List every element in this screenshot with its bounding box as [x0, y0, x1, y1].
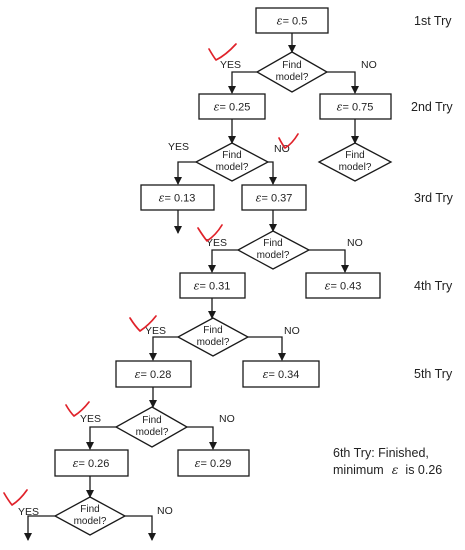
box-eps-0-5: ε= 0.5 — [255, 7, 329, 34]
box-eps-0-43: ε= 0.43 — [305, 272, 381, 299]
svg-text:ε= 0.29: ε= 0.29 — [195, 457, 232, 470]
yes-label: YES — [168, 141, 189, 153]
try-labels: 1st Try 2nd Try 3rd Try 4th Try 5th Try … — [333, 14, 454, 477]
check-mark-icon — [3, 489, 28, 506]
yes-label: YES — [18, 506, 39, 518]
svg-text:model?: model? — [216, 162, 249, 173]
yes-label: YES — [220, 59, 241, 71]
box-eps-0-13: ε= 0.13 — [140, 184, 215, 211]
box-eps-0-26: ε= 0.26 — [54, 449, 129, 477]
no-label: NO — [361, 59, 377, 71]
svg-text:model?: model? — [339, 162, 372, 173]
svg-text:ε= 0.13: ε= 0.13 — [159, 192, 196, 205]
svg-text:ε= 0.34: ε= 0.34 — [263, 368, 300, 381]
decision-find-model-6: Find model? — [53, 496, 127, 536]
svg-text:model?: model? — [257, 250, 290, 261]
box-eps-0-75: ε= 0.75 — [319, 93, 392, 120]
try-4-label: 4th Try — [414, 279, 453, 293]
check-mark-icon — [65, 401, 90, 417]
svg-text:ε= 0.43: ε= 0.43 — [325, 280, 362, 293]
check-mark-icon — [129, 315, 157, 332]
svg-text:ε= 0.25: ε= 0.25 — [214, 101, 251, 114]
box-eps-0-31: ε= 0.31 — [179, 272, 246, 299]
yes-label: YES — [145, 325, 166, 337]
branch-labels: YES NO YES NO YES NO YES NO YES NO YES N… — [18, 59, 377, 518]
box-eps-0-37: ε= 0.37 — [241, 184, 307, 211]
svg-text:Find: Find — [203, 325, 222, 336]
svg-text:ε= 0.5: ε= 0.5 — [277, 15, 308, 28]
svg-text:ε= 0.26: ε= 0.26 — [73, 457, 110, 470]
connectors — [24, 33, 359, 541]
decision-find-model-3: Find model? — [236, 230, 311, 270]
no-label: NO — [274, 143, 290, 155]
svg-text:Find: Find — [345, 150, 364, 161]
svg-text:ε= 0.31: ε= 0.31 — [194, 280, 231, 293]
decision-find-model-4: Find model? — [176, 317, 250, 357]
yes-label: YES — [206, 237, 227, 249]
check-mark-icon — [197, 224, 223, 242]
try-1-label: 1st Try — [414, 14, 452, 28]
try-3-label: 3rd Try — [414, 191, 454, 205]
no-label: NO — [219, 413, 235, 425]
try-2-label: 2nd Try — [411, 100, 453, 114]
svg-text:Find: Find — [222, 150, 241, 161]
svg-text:model?: model? — [136, 427, 169, 438]
decision-find-model-2-no-branch: Find model? — [317, 142, 393, 182]
no-label: NO — [347, 237, 363, 249]
box-eps-0-25: ε= 0.25 — [198, 93, 266, 120]
svg-text:model?: model? — [74, 516, 107, 527]
svg-text:model?: model? — [276, 72, 309, 83]
yes-label: YES — [80, 413, 101, 425]
svg-text:ε= 0.37: ε= 0.37 — [256, 192, 293, 205]
box-eps-0-34: ε= 0.34 — [242, 360, 320, 388]
svg-text:model?: model? — [197, 337, 230, 348]
decision-find-model-1: Find model? — [255, 51, 329, 93]
svg-text:ε= 0.75: ε= 0.75 — [337, 101, 374, 114]
try-6-label: 6th Try: Finished, — [333, 446, 429, 460]
box-eps-0-29: ε= 0.29 — [177, 449, 250, 477]
no-label: NO — [284, 325, 300, 337]
svg-text:Find: Find — [282, 60, 301, 71]
decision-find-model-2: Find model? — [194, 142, 270, 182]
box-eps-0-28: ε= 0.28 — [115, 360, 192, 388]
check-mark-icon — [278, 133, 299, 149]
try-5-label: 5th Try — [414, 367, 453, 381]
no-label: NO — [157, 505, 173, 517]
check-mark-icon — [208, 43, 237, 61]
svg-text:Find: Find — [80, 504, 99, 515]
svg-text:Find: Find — [142, 415, 161, 426]
svg-text:ε= 0.28: ε= 0.28 — [135, 368, 172, 381]
decision-find-model-5: Find model? — [114, 406, 189, 448]
svg-text:Find: Find — [263, 238, 282, 249]
check-marks — [3, 43, 299, 506]
